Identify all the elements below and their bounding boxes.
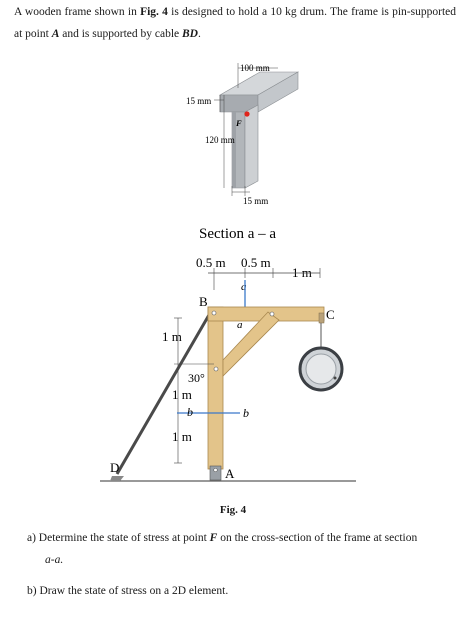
- point-f-label: F: [235, 118, 242, 128]
- dim-bottom-label: 15 mm: [243, 196, 268, 206]
- label-a-beam: a: [237, 319, 243, 331]
- problem-text-1: A wooden frame shown in: [14, 6, 141, 18]
- cable-ref: BD: [182, 28, 198, 40]
- web-side-face: [244, 104, 259, 189]
- cable-bd: [115, 307, 215, 475]
- figure-caption: Fig. 4: [219, 504, 247, 516]
- label-a-top: a: [241, 281, 247, 293]
- figure-reference: Fig. 4: [140, 6, 168, 18]
- question-a-point: F: [209, 532, 218, 544]
- label-d: D: [110, 460, 119, 475]
- frame-brace: [222, 311, 280, 377]
- label-b-left: b: [187, 405, 193, 419]
- question-a-prefix: a) Determine the state of stress at poin…: [27, 532, 210, 544]
- anchor-d: [110, 476, 124, 481]
- label-a-pin: A: [225, 466, 235, 481]
- problem-text-3: and is supported by cable: [59, 28, 183, 40]
- drum-bolt: [333, 376, 337, 380]
- dim-left-label: 15 mm: [186, 96, 211, 106]
- label-b: B: [199, 294, 208, 309]
- pin-brace-top: [269, 311, 275, 317]
- dim-05b-label: 0.5 m: [241, 255, 271, 270]
- pin-b: [211, 310, 217, 316]
- point-a-ref: A: [51, 28, 60, 40]
- dim-1m-3-label: 1 m: [172, 429, 192, 444]
- frame-diagram: 0.5 m 0.5 m 1 m a a B C 1 m 30° 1 m b b …: [100, 255, 356, 482]
- dim-1m-2-label: 1 m: [172, 387, 192, 402]
- question-b: b) Draw the state of stress on a 2D elem…: [27, 585, 229, 597]
- pin-support-a: [209, 465, 222, 481]
- section-title: Section a – a: [199, 226, 276, 242]
- dim-1m-1-label: 1 m: [162, 329, 182, 344]
- pin-a: [213, 467, 218, 473]
- question-a: a) Determine the state of stress at poin…: [27, 527, 457, 571]
- section-diagram: 100 mm 15 mm F 120 mm 15 mm Section a – …: [186, 63, 300, 242]
- dim-top-label: 100 mm: [240, 63, 270, 73]
- label-b-right: b: [243, 406, 249, 420]
- pin-brace-bottom: [213, 366, 219, 372]
- drum-inner: [305, 353, 337, 385]
- label-c: C: [326, 307, 335, 322]
- problem-text-4: .: [198, 28, 201, 40]
- question-a-mid: on the cross-section of the frame at sec…: [217, 532, 418, 544]
- dim-1m-right-label: 1 m: [292, 265, 312, 280]
- problem-statement: A wooden frame shown in Fig. 4 is design…: [14, 1, 456, 45]
- web-gradient-shade: [232, 112, 236, 188]
- dim-mid-label: 120 mm: [205, 135, 235, 145]
- point-f-marker: [244, 111, 250, 117]
- problem-text-2: is designed to hold a 10 kg drum. The fr…: [14, 6, 456, 40]
- angle-label: 30°: [188, 371, 205, 385]
- question-a-end: a-a.: [45, 554, 64, 566]
- frame-post: [207, 306, 224, 470]
- dim-05a-label: 0.5 m: [196, 255, 226, 270]
- hook-c: [318, 312, 325, 324]
